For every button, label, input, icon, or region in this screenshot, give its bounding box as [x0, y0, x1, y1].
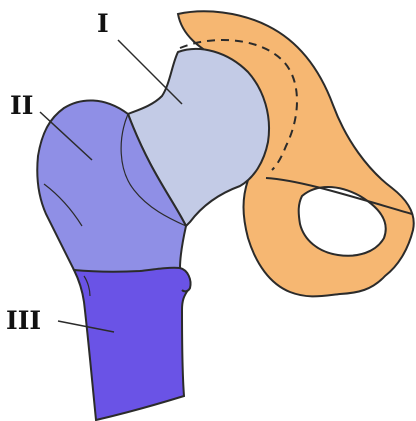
label-I: I: [97, 9, 109, 38]
label-III: III: [6, 306, 41, 335]
region-III-shape: [74, 268, 189, 420]
label-II: II: [10, 91, 33, 120]
